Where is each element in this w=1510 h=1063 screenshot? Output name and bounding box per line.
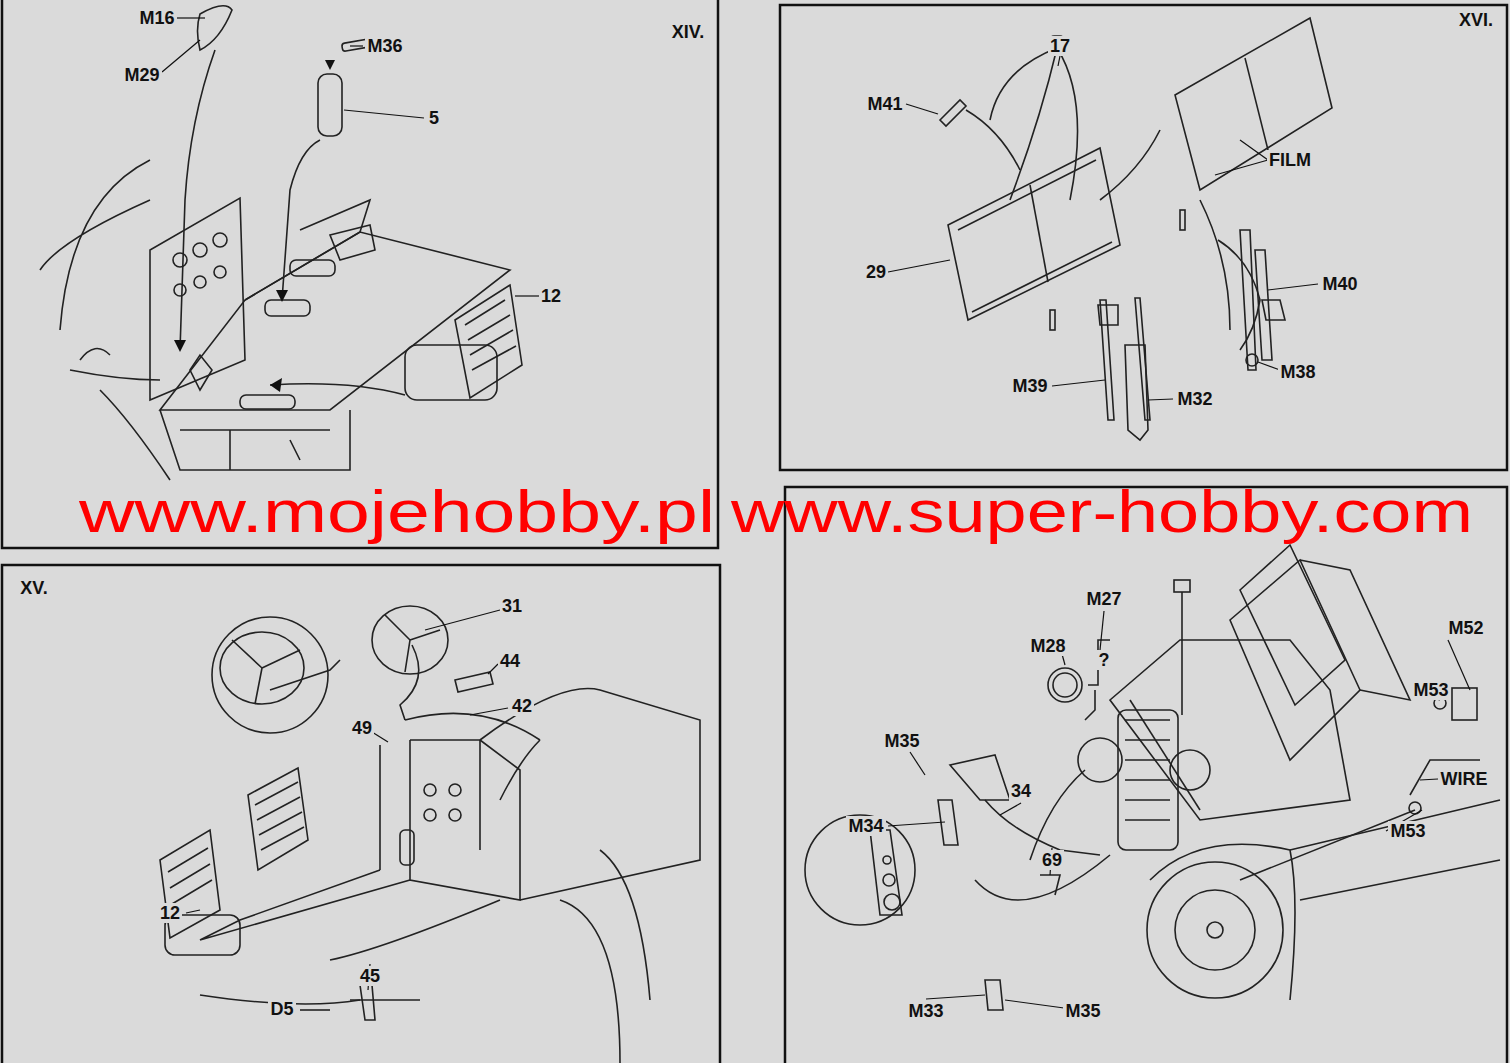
part-label: 69 bbox=[1040, 850, 1064, 870]
part-label: 29 bbox=[864, 262, 888, 282]
part-label: M34 bbox=[846, 816, 885, 836]
leader-lines bbox=[888, 611, 1470, 1008]
part-label: 44 bbox=[498, 651, 522, 671]
part-label: 31 bbox=[500, 596, 524, 616]
part-label: 12 bbox=[539, 286, 563, 306]
part-label: M40 bbox=[1320, 274, 1359, 294]
part-label: M33 bbox=[906, 1001, 945, 1021]
watermark: www.super-hobby.com bbox=[731, 482, 1473, 542]
part-label: FILM bbox=[1267, 150, 1313, 170]
part-label: M29 bbox=[122, 65, 161, 85]
part-label: M53 bbox=[1388, 821, 1427, 841]
truck-front-sketch bbox=[805, 545, 1500, 1010]
part-label: 45 bbox=[358, 966, 382, 986]
step-number: XV. bbox=[18, 578, 49, 598]
part-label: 12 bbox=[158, 903, 182, 923]
leader-lines bbox=[162, 18, 540, 296]
part-label: M36 bbox=[365, 36, 404, 56]
part-label: M38 bbox=[1278, 362, 1317, 382]
part-label: M16 bbox=[137, 8, 176, 28]
part-label: 42 bbox=[510, 696, 534, 716]
part-label: M52 bbox=[1446, 618, 1485, 638]
part-label: 49 bbox=[350, 718, 374, 738]
part-label: ? bbox=[1097, 650, 1112, 670]
leader-lines bbox=[186, 610, 508, 990]
part-label: M53 bbox=[1411, 680, 1450, 700]
cab-interior-sketch bbox=[40, 6, 522, 480]
arrowheads bbox=[174, 60, 335, 392]
step-number: XIV. bbox=[670, 22, 706, 42]
part-label: WIRE bbox=[1439, 769, 1490, 789]
part-label: M35 bbox=[882, 731, 921, 751]
steering-sketch bbox=[160, 606, 700, 1063]
watermark: www.mojehobby.pl bbox=[79, 482, 715, 542]
part-label: 17 bbox=[1048, 36, 1072, 56]
windscreen-parts-sketch bbox=[940, 18, 1332, 440]
part-label: M28 bbox=[1028, 636, 1067, 656]
part-label: M27 bbox=[1084, 589, 1123, 609]
part-label: M32 bbox=[1175, 389, 1214, 409]
part-label: 34 bbox=[1009, 781, 1033, 801]
part-label: M41 bbox=[865, 94, 904, 114]
step-number: XVI. bbox=[1457, 10, 1495, 30]
part-label: M39 bbox=[1010, 376, 1049, 396]
leader-lines bbox=[888, 56, 1318, 400]
part-label: M35 bbox=[1063, 1001, 1102, 1021]
part-label: 5 bbox=[427, 108, 441, 128]
part-label: D5 bbox=[268, 999, 295, 1019]
